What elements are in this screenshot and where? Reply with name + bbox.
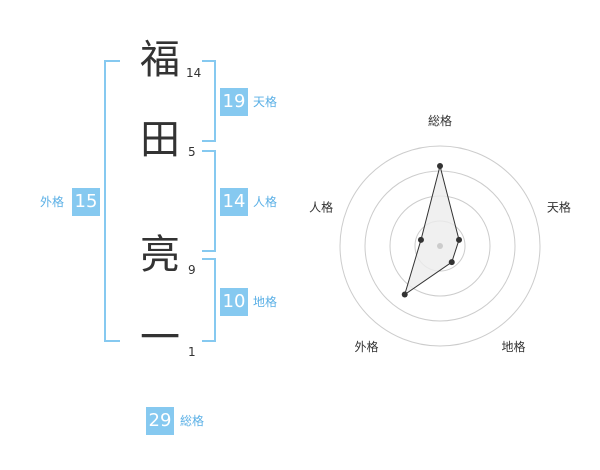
stroke-count-1: 14 bbox=[186, 66, 202, 80]
radar-axis-label-4: 外格 bbox=[355, 339, 379, 354]
radar-ring-4 bbox=[339, 145, 541, 347]
chikaku-bracket bbox=[202, 258, 216, 342]
jinkaku-label: 人格 bbox=[253, 195, 278, 209]
radar-series-polygon bbox=[403, 165, 460, 296]
name-char-1: 福 bbox=[140, 37, 180, 83]
name-char-3: 亮 bbox=[140, 232, 180, 278]
radar-axis-label-2: 天格 bbox=[547, 199, 571, 214]
gaikaku-bracket bbox=[104, 60, 120, 342]
radar-axis-label-5: 人格 bbox=[309, 199, 333, 214]
jinkaku-value-badge: 14 bbox=[220, 188, 248, 216]
gaikaku-label: 外格 bbox=[40, 195, 65, 209]
jinkaku-bracket bbox=[202, 150, 216, 252]
tenkaku-label: 天格 bbox=[253, 95, 278, 109]
stroke-count-3: 9 bbox=[188, 263, 196, 277]
name-char-4: 一 bbox=[140, 315, 180, 361]
stroke-count-2: 5 bbox=[188, 145, 196, 159]
radar-point-4 bbox=[401, 291, 408, 298]
radar-point-3 bbox=[448, 259, 455, 266]
gaikaku-value-badge: 15 bbox=[72, 188, 100, 216]
chikaku-label: 地格 bbox=[253, 295, 278, 309]
radar-point-1 bbox=[437, 163, 443, 169]
radar-axis-label-1: 総格 bbox=[428, 113, 452, 128]
tenkaku-bracket bbox=[202, 60, 216, 142]
radar-point-2 bbox=[456, 236, 463, 243]
radar-point-5 bbox=[417, 236, 424, 243]
radar-center-dot bbox=[437, 243, 443, 249]
stroke-count-4: 1 bbox=[188, 345, 196, 359]
soukaku-label: 総格 bbox=[180, 414, 205, 428]
tenkaku-value-badge: 19 bbox=[220, 88, 248, 116]
radar-axis-label-3: 地格 bbox=[501, 339, 525, 354]
chikaku-value-badge: 10 bbox=[220, 288, 248, 316]
name-char-2: 田 bbox=[140, 117, 180, 163]
soukaku-value-badge: 29 bbox=[146, 407, 174, 435]
